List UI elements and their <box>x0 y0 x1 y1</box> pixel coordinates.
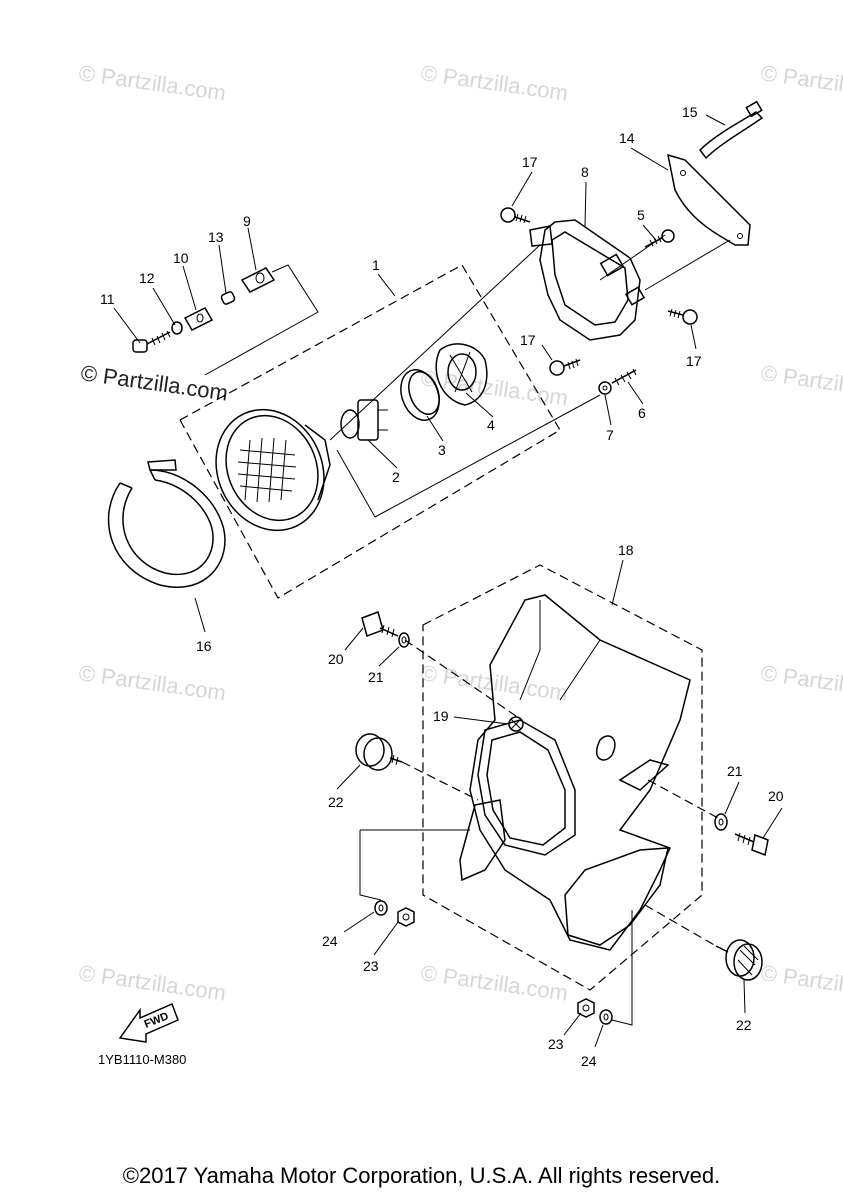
watermark: © Partzilla.com <box>759 960 843 1005</box>
bracket-bracket-line <box>204 264 319 376</box>
callout-20: 20 <box>768 788 784 804</box>
assembly-18-outline <box>422 564 703 991</box>
washer-24-left <box>374 900 388 916</box>
assembly-1-outline <box>179 264 561 599</box>
headlight-lens <box>215 408 331 532</box>
washer-21-left <box>398 632 410 648</box>
watermark: © Partzilla.com <box>419 660 569 705</box>
callout-18: 18 <box>618 542 634 558</box>
bolt-20-right <box>734 832 769 857</box>
headlight-bracket <box>529 219 646 341</box>
watermark: © Partzilla.com <box>759 660 843 705</box>
callout-15: 15 <box>682 104 698 120</box>
callout-1: 1 <box>372 257 380 273</box>
bolt-20-left <box>361 611 399 638</box>
watermark: © Partzilla.com <box>77 960 227 1005</box>
washer-21-right <box>714 813 728 831</box>
screw-17-right <box>667 308 698 325</box>
nut-23-right <box>577 998 595 1018</box>
nut-23-left <box>397 907 415 927</box>
plate-14 <box>667 153 751 246</box>
watermark: © Partzilla.com <box>419 60 569 105</box>
callout-numbers: 1 2 3 4 5 6 7 8 9 10 11 12 13 14 15 16 1… <box>100 104 784 1069</box>
callout-12: 12 <box>139 270 155 286</box>
leader-lines <box>113 114 783 1048</box>
collar-10 <box>183 307 214 331</box>
callout-17: 17 <box>520 332 536 348</box>
watermark: © Partzilla.com <box>759 360 843 405</box>
cable-tie-15 <box>699 100 764 160</box>
pin-13 <box>220 291 236 305</box>
washer-7 <box>598 381 612 395</box>
headlight-bulb <box>340 399 388 441</box>
callout-4: 4 <box>487 417 495 433</box>
watermark: © Partzilla.com <box>77 660 227 705</box>
callout-5: 5 <box>637 207 645 223</box>
callout-17: 17 <box>686 353 702 369</box>
rim-ring-16 <box>107 459 226 588</box>
nut-19 <box>508 716 524 732</box>
callout-17: 17 <box>522 154 538 170</box>
callout-7: 7 <box>606 427 614 443</box>
fwd-arrow-icon: FWD <box>118 1002 179 1043</box>
callout-24: 24 <box>322 933 338 949</box>
screw-17-top <box>500 207 531 224</box>
washer-12 <box>171 321 183 335</box>
callout-23: 23 <box>363 958 379 974</box>
watermark: © Partzilla.com <box>77 60 227 105</box>
callout-24: 24 <box>581 1053 597 1069</box>
callout-23: 23 <box>548 1036 564 1052</box>
watermark: © Partzilla.com <box>759 60 843 105</box>
knob-22-left <box>355 733 403 771</box>
callout-19: 19 <box>433 708 449 724</box>
alignment-lines <box>329 234 731 1026</box>
callout-10: 10 <box>173 250 189 266</box>
callout-6: 6 <box>638 405 646 421</box>
watermark-dark: © Partzilla.com <box>79 360 229 405</box>
callout-8: 8 <box>581 164 589 180</box>
copyright-notice: ©2017 Yamaha Motor Corporation, U.S.A. A… <box>122 1163 721 1188</box>
callout-14: 14 <box>619 130 635 146</box>
callout-21: 21 <box>368 669 384 685</box>
callout-2: 2 <box>392 469 400 485</box>
knob-22-right <box>715 939 763 981</box>
socket-cover <box>435 343 488 406</box>
screw-11 <box>132 330 171 353</box>
diagram-code: 1YB1110-M380 <box>98 1052 187 1067</box>
callout-13: 13 <box>208 229 224 245</box>
callout-20: 20 <box>328 651 344 667</box>
headlight-cowl <box>459 594 691 951</box>
fwd-label: FWD <box>143 1010 171 1031</box>
callout-21: 21 <box>727 763 743 779</box>
callout-22: 22 <box>328 794 344 810</box>
callout-16: 16 <box>196 638 212 654</box>
damper-9 <box>240 267 276 293</box>
callout-22: 22 <box>736 1017 752 1033</box>
callout-9: 9 <box>243 213 251 229</box>
screw-6 <box>611 368 637 386</box>
callout-3: 3 <box>438 442 446 458</box>
screw-17-middle <box>549 358 581 376</box>
callout-11: 11 <box>100 291 115 307</box>
washer-24-right <box>599 1009 613 1025</box>
watermark: © Partzilla.com <box>419 960 569 1005</box>
